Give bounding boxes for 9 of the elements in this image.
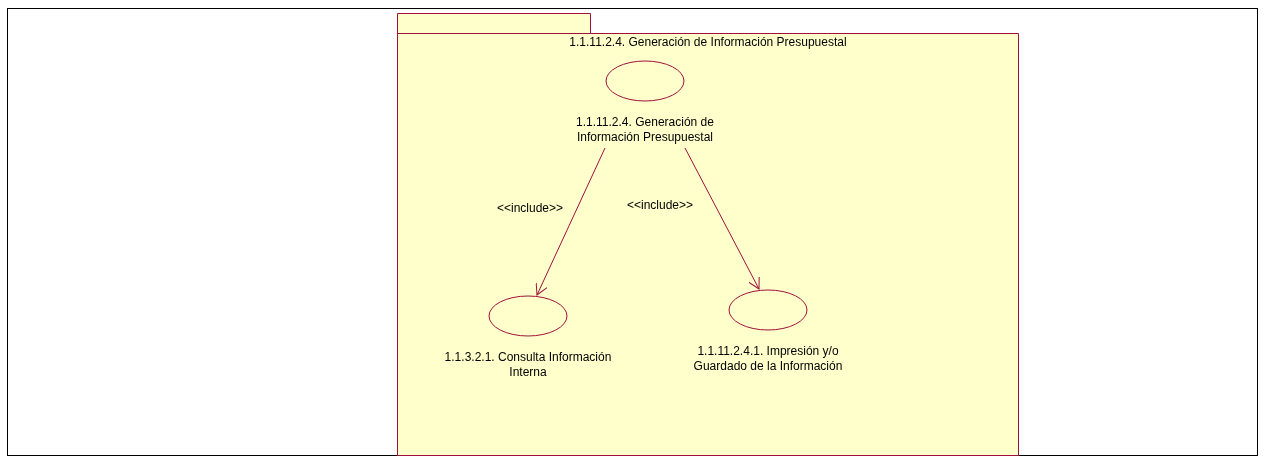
package-title: 1.1.11.2.4. Generación de Información Presupuestal	[569, 35, 847, 50]
edge-label: <<include>>	[625, 198, 695, 212]
edge-label: <<include>>	[495, 201, 565, 215]
use-case-label: 1.1.11.2.4. Generación de Información Presupuestal	[575, 115, 715, 145]
use-case-label: 1.1.11.2.4.1. Impresión y/o Guardado de la Información	[692, 344, 844, 374]
include-arrow	[535, 147, 606, 296]
include-arrow	[684, 147, 760, 290]
use-case-label: 1.1.3.2.1. Consulta Información Interna	[443, 350, 613, 380]
uml-package	[397, 13, 1019, 456]
